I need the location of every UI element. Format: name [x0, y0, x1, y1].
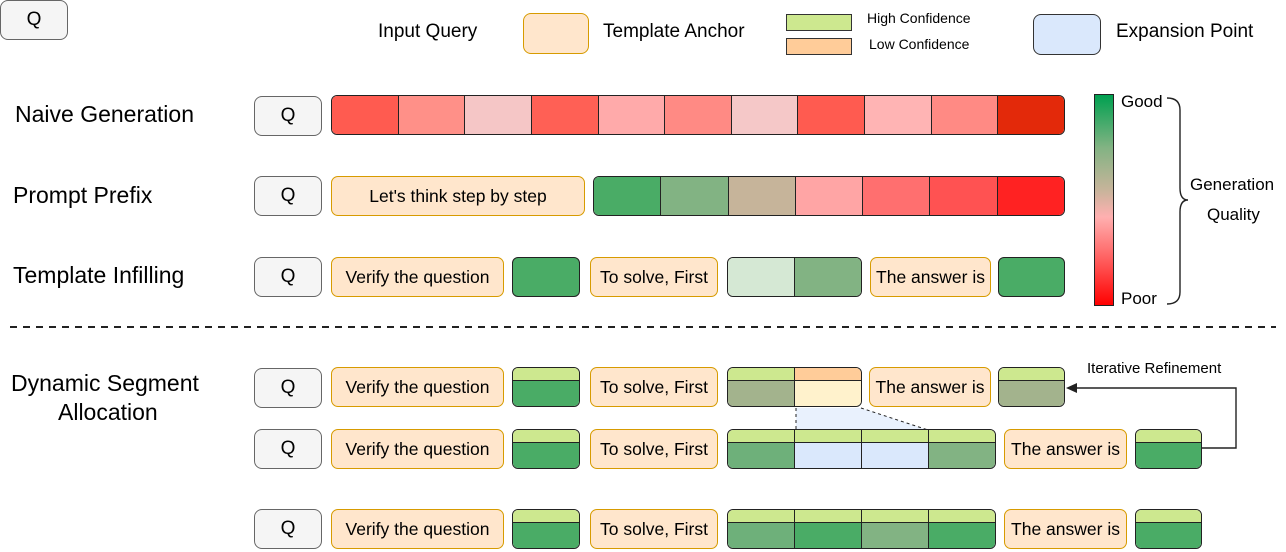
naive-cell-2	[398, 96, 466, 134]
row-label-dynamic-segment: Dynamic Segment	[11, 370, 199, 396]
prefix-cell-5	[863, 177, 931, 215]
dsa2-expansion-1	[794, 429, 862, 469]
dsa3-segment-2c	[861, 509, 929, 549]
dsa2-segment-2d	[928, 429, 996, 469]
naive-cell-9	[865, 96, 932, 134]
prefix-cell-2	[661, 177, 729, 215]
dsa3-segment-1	[512, 509, 580, 549]
infill-segment-2-cell-b	[795, 258, 861, 296]
anchor-verify-question: Verify the question	[331, 257, 504, 297]
naive-cell-8	[798, 96, 866, 134]
dsa1-anchor-solve: To solve, First	[590, 367, 718, 407]
row-label-naive-generation: Naive Generation	[15, 101, 194, 127]
naive-cell-1	[332, 96, 399, 134]
naive-query-box: Q	[254, 96, 322, 136]
dsa2-query-box: Q	[254, 429, 322, 469]
scale-poor-label: Poor	[1121, 289, 1157, 308]
dsa1-segment-1	[512, 367, 580, 407]
naive-cell-10	[931, 96, 999, 134]
iterative-refinement-label: Iterative Refinement	[1087, 360, 1222, 377]
legend-input-query-label: Input Query	[378, 21, 478, 42]
anchor-answer-is: The answer is	[870, 257, 991, 297]
legend-expansion-point-swatch	[1033, 14, 1101, 55]
prefix-cell-1	[594, 177, 662, 215]
dsa1-anchor-answer: The answer is	[869, 367, 991, 407]
prefix-cell-3	[728, 177, 796, 215]
dsa3-anchor-solve: To solve, First	[590, 509, 718, 549]
scale-good-label: Good	[1121, 92, 1163, 111]
dsa1-segment-low-confidence	[794, 367, 862, 407]
legend-query-box: Q	[0, 0, 68, 40]
prefix-cell-7	[997, 177, 1064, 215]
row-label-template-infilling: Template Infilling	[13, 262, 185, 288]
dsa3-anchor-verify: Verify the question	[331, 509, 504, 549]
legend-low-confidence-label: Low Confidence	[869, 36, 970, 52]
dsa2-anchor-answer: The answer is	[1004, 429, 1127, 469]
row-label-allocation: Allocation	[58, 399, 158, 425]
generation-quality-label-2: Quality	[1207, 205, 1260, 224]
dsa2-anchor-verify: Verify the question	[331, 429, 504, 469]
legend-high-confidence-label: High Confidence	[867, 10, 971, 26]
prompt-prefix-strip	[593, 176, 1065, 216]
dsa3-segment-2b	[794, 509, 862, 549]
prefix-cell-6	[930, 177, 998, 215]
infill-segment-3	[998, 257, 1065, 297]
infill-segment-2	[727, 257, 862, 297]
naive-cell-11	[998, 96, 1064, 134]
row-label-prompt-prefix: Prompt Prefix	[13, 182, 153, 208]
infill-segment-2-cell-a	[728, 258, 795, 296]
dsa2-anchor-solve: To solve, First	[590, 429, 718, 469]
dsa1-segment-3	[998, 367, 1065, 407]
legend-expansion-point-label: Expansion Point	[1116, 21, 1254, 42]
naive-generation-strip	[331, 95, 1065, 135]
infill-query-box: Q	[254, 257, 322, 297]
dsa2-segment-1	[512, 429, 580, 469]
generation-quality-label-1: Generation	[1190, 175, 1275, 194]
naive-cell-7	[731, 96, 799, 134]
naive-cell-6	[665, 96, 732, 134]
dsa3-anchor-answer: The answer is	[1004, 509, 1127, 549]
dsa3-segment-3	[1135, 509, 1202, 549]
naive-cell-4	[531, 96, 599, 134]
dsa1-anchor-verify: Verify the question	[331, 367, 504, 407]
legend-low-confidence-swatch	[786, 38, 852, 55]
dsa1-query-box: Q	[254, 368, 322, 408]
prefix-cell-4	[795, 177, 864, 215]
dsa2-segment-2a	[727, 429, 795, 469]
naive-cell-5	[598, 96, 666, 134]
dsa2-expansion-2	[861, 429, 929, 469]
anchor-to-solve: To solve, First	[590, 257, 718, 297]
prefix-query-box: Q	[254, 176, 322, 216]
dsa3-query-box: Q	[254, 509, 322, 549]
infill-segment-1	[512, 257, 580, 297]
anchor-lets-think: Let's think step by step	[331, 176, 585, 216]
legend-high-confidence-swatch	[786, 14, 852, 31]
legend-template-anchor-label: Template Anchor	[603, 21, 745, 42]
generation-quality-scale	[1094, 94, 1114, 306]
dsa2-segment-3	[1135, 429, 1202, 469]
naive-cell-3	[465, 96, 532, 134]
legend-template-anchor-swatch	[523, 13, 589, 54]
dsa3-segment-2d	[928, 509, 996, 549]
